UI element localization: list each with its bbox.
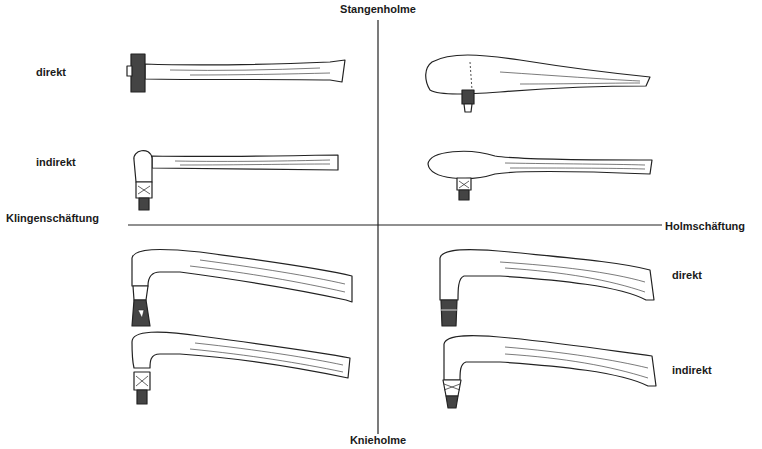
hafted-tool [132,250,352,326]
axis-line [128,224,662,225]
hafted-tool [132,332,350,404]
axis-label: Knieholme [348,434,408,447]
axis-label: Holmschäftung [663,220,747,233]
axis-label: Stangenholme [338,3,418,16]
hafted-tool [428,151,652,200]
hafted-tool [134,151,338,210]
row-label: indirekt [670,364,714,377]
hafted-tool [426,55,650,112]
axis-label: Klingenschäftung [4,212,101,225]
hafted-tool [443,336,656,408]
row-label: direkt [670,269,704,282]
hafted-tool [127,54,345,92]
axis-line [377,20,378,436]
hafted-tool [440,250,654,326]
row-label: indirekt [34,156,78,169]
row-label: direkt [34,66,68,79]
